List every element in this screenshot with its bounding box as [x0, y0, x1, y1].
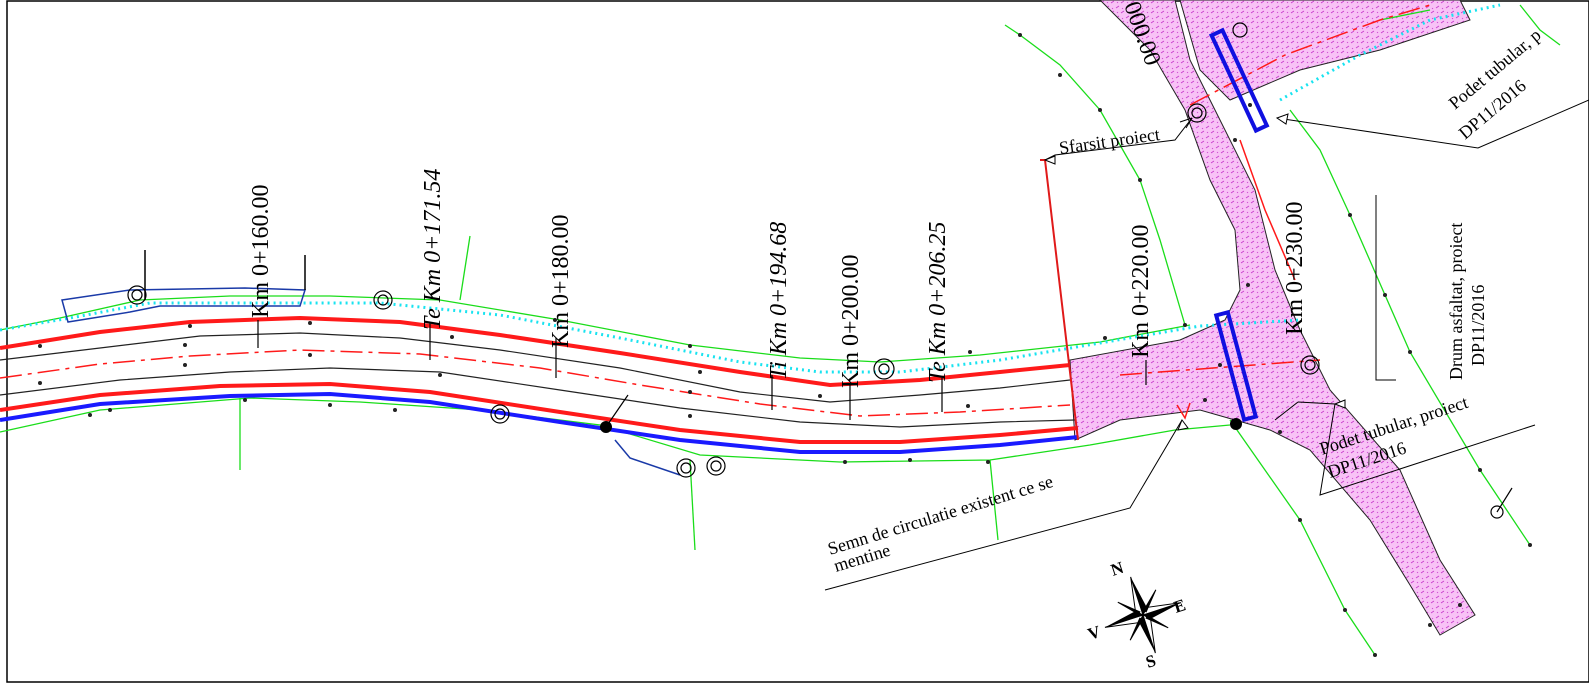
side-road-area — [1069, 0, 1476, 636]
traffic-sign-label: Semn de circulatie existent ce se — [825, 471, 1055, 559]
station-label: Km 0+200.00 — [838, 254, 864, 388]
station-label: Km 0+180.00 — [548, 214, 574, 348]
culvert-top — [1208, 27, 1270, 134]
road-edges — [0, 315, 1079, 454]
asphalt-road-label: Drum asfaltat, proiect — [1446, 223, 1466, 380]
end-of-project-label: Sfarsit proiect — [1058, 124, 1161, 158]
utility-line-cyan — [0, 301, 1301, 374]
station-label: Km 0+220.00 — [1128, 224, 1154, 358]
culvert-bottom — [1213, 309, 1259, 423]
tree-symbols — [127, 22, 1504, 519]
sign-marker — [1176, 402, 1191, 420]
station-label: Km 0+230.00 — [1282, 201, 1308, 335]
pole-icon — [1230, 418, 1242, 430]
compass-east: E — [1171, 595, 1188, 617]
station-label: Te Km 0+206.25 — [925, 222, 951, 383]
station-label: Te Km 0+171.54 — [420, 169, 446, 330]
compass-south: S — [1143, 651, 1158, 672]
station-label: Ti Km 0+194.68 — [766, 222, 792, 380]
asphalt-road-label-2: DP11/2016 — [1468, 285, 1488, 366]
compass-rose — [1104, 576, 1182, 654]
drawing-frame — [6, 0, 1589, 683]
compass-north: N — [1108, 558, 1126, 580]
compass-west: V — [1085, 622, 1103, 644]
end-of-project-line — [1040, 159, 1079, 441]
sign-base-outline — [61, 287, 307, 323]
station-label: Km 0+160.00 — [248, 184, 274, 318]
